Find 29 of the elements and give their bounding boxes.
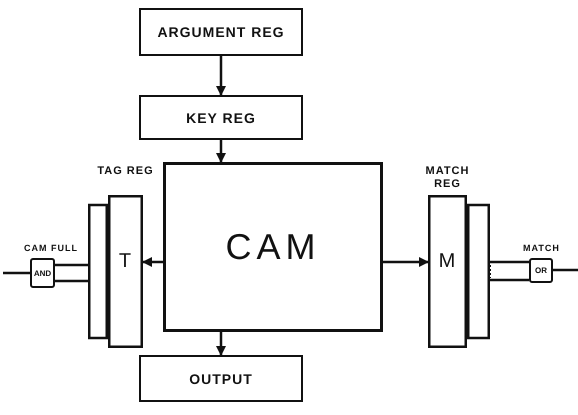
connector-line [55, 264, 88, 266]
register-box [139, 8, 303, 56]
box-label: ARGUMENT REG [157, 24, 285, 40]
connector-line [553, 268, 578, 272]
box-label: OUTPUT [189, 370, 253, 386]
connector-line [216, 332, 226, 356]
register-box [139, 95, 303, 140]
connector-line [3, 272, 30, 274]
gate-label: MATCH [523, 243, 560, 253]
and-gate [30, 258, 55, 288]
box-label: CAM [226, 226, 320, 268]
connector-line [490, 278, 529, 282]
gate-label: CAM FULL [24, 243, 78, 253]
or-gate [529, 258, 553, 283]
register-label: T [118, 250, 134, 273]
register-heading: TAG REG [96, 165, 155, 178]
connector-line [55, 280, 88, 282]
register-heading: MATCH REG [424, 165, 470, 190]
box-label: AND [34, 268, 52, 278]
connector-line [383, 257, 429, 267]
connector-line [216, 140, 226, 163]
output-box [139, 355, 303, 402]
connector-line [490, 260, 529, 264]
connector-line [216, 56, 226, 96]
memory-box [163, 162, 383, 332]
register-label: M [438, 250, 458, 273]
box-label: KEY REG [186, 110, 256, 126]
box-label: OR [535, 266, 547, 275]
connector-line [142, 257, 163, 267]
